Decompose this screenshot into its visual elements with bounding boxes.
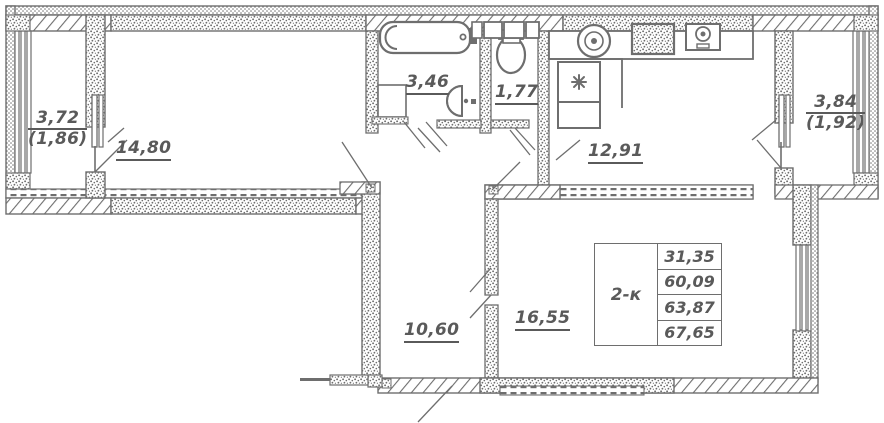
room-area-bedroom-large: 16,55 [515, 308, 571, 331]
washing-machine-icon [685, 23, 721, 51]
sink-icon [576, 23, 612, 59]
apartment-summary-table: 2-к 31,35 60,09 63,87 67,65 [594, 243, 722, 346]
wall-kitchen-hallway [469, 184, 754, 381]
room-area-bedroom-small: 10,60 [404, 320, 460, 343]
room-label-kitchen: 12,91 [588, 141, 644, 164]
exterior-wall-bottom-left [5, 188, 379, 215]
room-label-bedroom-small: 10,60 [404, 320, 460, 343]
exterior-wall-right [792, 184, 819, 383]
exterior-wall-bottom-right-balcony [774, 184, 879, 200]
apartment-area-values: 31,35 60,09 63,87 67,65 [658, 244, 721, 345]
leader-lines [107, 119, 777, 423]
room-label-bathroom: 3,46 [406, 72, 450, 95]
partition-balcony-left [85, 14, 128, 199]
exterior-wall-bottom-main [377, 377, 819, 396]
wall-stub-bottom-left [300, 374, 383, 388]
walls-group [5, 5, 879, 423]
room-label-living-room: 14,80 [116, 138, 172, 161]
washbasin-icon [446, 84, 476, 118]
room-label-toilet: 1,77 [495, 82, 539, 105]
summary-area-living: 31,35 [658, 244, 721, 270]
room-area-kitchen: 12,91 [588, 141, 644, 164]
room-area-toilet: 1,77 [495, 82, 539, 105]
summary-area-with-balconies: 67,65 [664, 323, 715, 343]
refrigerator-icon [557, 61, 601, 129]
room-area-bathroom: 3,46 [406, 72, 450, 95]
room-area-balcony-left: 3,72 [28, 109, 88, 130]
apartment-type-label: 2-к [595, 244, 658, 345]
room-label-balcony-left: 3,72 (1,86) [28, 109, 88, 149]
room-area-living-room: 14,80 [116, 138, 172, 161]
room-label-bedroom-large: 16,55 [515, 308, 571, 331]
bathtub-icon [378, 20, 477, 55]
balcony-left-glazing [5, 5, 32, 199]
room-area-secondary-balcony-right: (1,92) [806, 112, 866, 133]
room-area-balcony-right: 3,84 [806, 93, 866, 114]
room-label-balcony-right: 3,84 (1,92) [806, 93, 866, 133]
partition-balcony-right [756, 30, 794, 194]
summary-area-usable: 60,09 [658, 270, 721, 295]
room-area-secondary-balcony-left: (1,86) [28, 128, 88, 149]
stove-icon [630, 22, 676, 56]
bathroom-walls [365, 30, 550, 192]
summary-area-total: 63,87 [658, 295, 721, 321]
riser-boxes [471, 21, 540, 39]
